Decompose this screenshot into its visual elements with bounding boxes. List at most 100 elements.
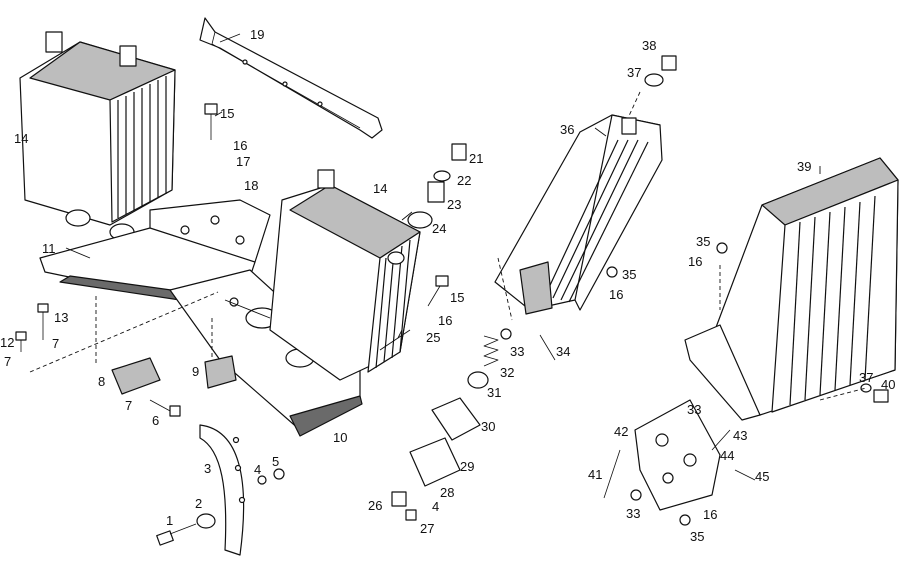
bolt-15-upper [204,103,218,140]
callout-7b: 7 [52,336,59,351]
callout-18: 18 [244,178,258,193]
bolt-13 [37,303,49,340]
bolt-12 [15,331,27,352]
callout-17: 17 [236,154,250,169]
callout-16c: 16 [609,287,623,302]
callout-29: 29 [460,459,474,474]
fitting-21 [451,143,467,161]
callout-23: 23 [447,197,461,212]
rod-45 [734,469,756,481]
washer-33-upper [500,328,512,340]
valve-31 [467,371,489,389]
callout-33c: 33 [626,506,640,521]
fitting-23 [427,181,445,203]
callout-6: 6 [152,413,159,428]
leader-lines [65,33,821,351]
callout-labels: 1 2 3 4 5 6 7 7 7 8 9 10 11 12 13 14 14 … [0,27,895,544]
callout-7c: 7 [4,354,11,369]
spring-32 [483,335,499,367]
callout-27: 27 [420,521,434,536]
bolt-43 [711,429,731,451]
callout-15a: 15 [220,106,234,121]
callout-1: 1 [166,513,173,528]
callout-25: 25 [426,330,440,345]
gasket-24 [407,211,433,229]
callout-35c: 35 [690,529,704,544]
callout-14a: 14 [14,131,28,146]
callout-4a: 4 [254,462,261,477]
callout-45: 45 [755,469,769,484]
washer-37-upper [644,73,664,87]
mounting-rail-19 [199,17,383,139]
callout-30: 30 [481,419,495,434]
callout-14b: 14 [373,181,387,196]
callout-42: 42 [614,424,628,439]
washer-33-lower [630,489,642,501]
callout-35a: 35 [622,267,636,282]
bolt-1 [156,523,197,546]
callout-4b: 4 [432,499,439,514]
callout-39: 39 [797,159,811,174]
stud-41 [603,449,621,499]
callout-8: 8 [98,374,105,389]
callout-21: 21 [469,151,483,166]
spacer-block-9 [204,355,237,389]
callout-16a: 16 [233,138,247,153]
oil-cooler-36 [494,114,663,315]
callout-5: 5 [272,454,279,469]
callout-44: 44 [720,448,734,463]
washer-5 [273,468,285,480]
plug-26 [391,491,407,507]
washer-22 [433,170,451,182]
callout-43: 43 [733,428,747,443]
nut-35-a [606,266,618,278]
alignment-lines [29,91,867,401]
cover-plate-42 [634,399,721,511]
valve-housing-29 [409,437,461,487]
callout-10: 10 [333,430,347,445]
callout-33b: 33 [687,402,701,417]
washer-4 [257,475,267,485]
oil-cooler-39 [684,157,899,421]
washer-37-right [860,383,872,393]
callout-16b: 16 [438,313,452,328]
callout-36: 36 [560,122,574,137]
callout-32: 32 [500,365,514,380]
callout-40: 40 [881,377,895,392]
sleeve-2 [196,513,216,529]
plug-38 [661,55,677,71]
callout-38: 38 [642,38,656,53]
callout-26: 26 [368,498,382,513]
callout-15b: 15 [450,290,464,305]
oil-cooler-left-14 [19,31,176,241]
screw-27 [405,509,417,521]
rod-34 [539,334,556,361]
callout-2: 2 [195,496,202,511]
bolt-6 [149,399,181,417]
curved-strap-3 [199,424,246,556]
oil-cooler-center-14 [269,169,421,381]
callout-16e: 16 [703,507,717,522]
callout-9: 9 [192,364,199,379]
callout-28: 28 [440,485,454,500]
callout-24: 24 [432,221,446,236]
callout-11: 11 [42,241,56,256]
callout-16d: 16 [688,254,702,269]
callout-31: 31 [487,385,501,400]
main-frame-10 [169,269,363,437]
bolt-15-lower [427,275,449,307]
callout-19: 19 [250,27,264,42]
callout-3: 3 [204,461,211,476]
spacer-block-8 [111,357,161,395]
callout-7a: 7 [125,398,132,413]
callout-13: 13 [54,310,68,325]
nut-35-b [716,242,728,254]
plug-40 [873,389,889,403]
callout-37a: 37 [627,65,641,80]
gasket-30 [431,397,481,441]
callout-34: 34 [556,344,570,359]
callout-12: 12 [0,335,14,350]
callout-41: 41 [588,467,602,482]
callout-35b: 35 [696,234,710,249]
